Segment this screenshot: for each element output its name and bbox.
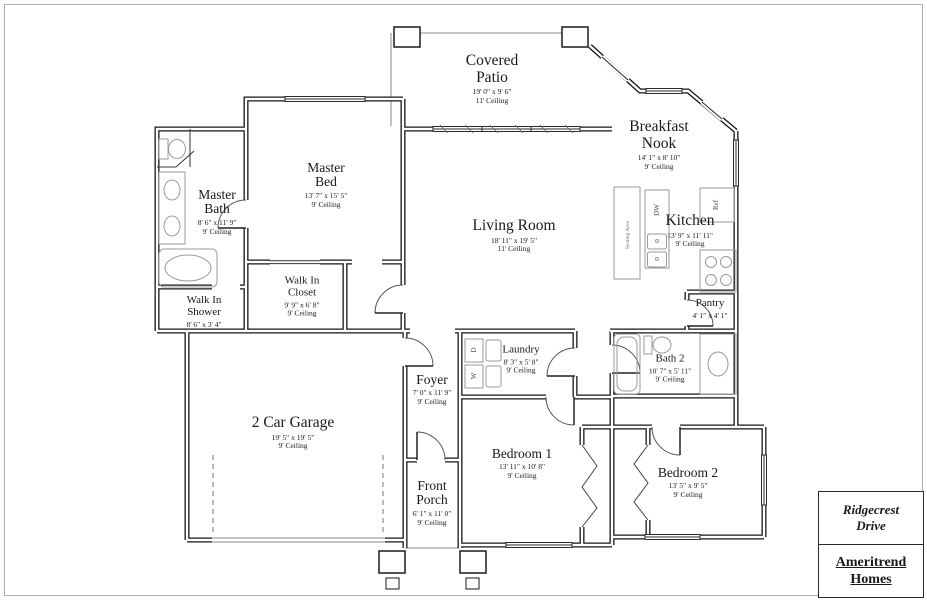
slab-edge-lines [212,32,562,549]
room-label-foyer: Foyer 7' 0" x 11' 9" 9' Ceiling [392,372,472,407]
room-ceiling: 9' Ceiling [644,161,674,171]
walls [154,44,767,548]
room-name: Walk In Closet [284,274,320,299]
room-name: Pantry [695,296,725,309]
dryer-label: D [470,347,478,353]
room-ceiling: 9' Ceiling [506,365,536,375]
room-dims: 13' 11" x 10' 8" [498,462,546,472]
room-name: Bedroom 1 [491,446,553,462]
room-ceiling: 11' Ceiling [497,244,531,254]
room-label-walk-in-shower: Walk In Shower 8' 6" x 3' 4" [180,293,228,329]
porch-posts [378,550,487,590]
builder-name-cell: Ameritrend Homes [819,544,923,597]
room-name: Breakfast Nook [629,117,689,152]
room-dims: 19' 0" x 9' 6" [472,86,512,96]
seating-area-label: Seating Area [625,220,631,250]
room-label-covered-patio: Covered Patio 19' 0" x 9' 6" 11' Ceiling [457,51,527,105]
room-ceiling: 9' Ceiling [202,226,232,236]
room-ceiling: 11' Ceiling [475,95,509,105]
room-dims: 8' 6" x 11' 9" [197,217,237,227]
garage-clearance-dashes [212,455,384,536]
bifold-doors [581,444,649,528]
room-label-living-room: Living Room 18' 11" x 19' 5" 11' Ceiling [449,217,579,254]
windows-group [284,55,767,548]
room-label-bedroom-1: Bedroom 1 13' 11" x 10' 8" 9' Ceiling [467,446,577,481]
room-dims: 9' 9" x 6' 8" [284,300,320,310]
doors-group [157,129,714,461]
room-dims: 7' 0" x 11' 9" [412,388,452,398]
page-border-frame [4,4,923,596]
room-name: Bedroom 2 [657,465,719,481]
dishwasher-label: DW [653,204,661,216]
room-dims: 14' 1" x 8' 10" [637,152,681,162]
room-name: Laundry [502,343,540,356]
room-label-walk-in-closet: Walk In Closet 9' 9" x 6' 8" 9' Ceiling [278,274,326,319]
room-label-front-porch: Front Porch 6' 1" x 11' 0" 9' Ceiling [407,477,457,527]
room-ceiling: 9' Ceiling [675,239,705,249]
room-name: Master Bed [307,159,345,190]
room-name: Front Porch [416,477,448,508]
room-dims: 10' 7" x 5' 11" [648,366,692,376]
room-name: 2 Car Garage [251,414,335,432]
room-label-bedroom-2: Bedroom 2 13' 5" x 9' 5" 9' Ceiling [633,465,743,500]
room-name: Bath 2 [655,352,685,365]
room-dims: 8' 3" x 5' 8" [503,357,539,367]
room-label-breakfast-nook: Breakfast Nook 14' 1" x 8' 10" 9' Ceilin… [619,117,699,171]
room-label-master-bath: Master Bath 8' 6" x 11' 9" 9' Ceiling [187,186,247,236]
room-ceiling: 9' Ceiling [287,308,317,318]
room-label-garage: 2 Car Garage 19' 5" x 19' 5" 9' Ceiling [228,414,358,451]
washer-label: W [470,372,478,380]
room-dims: 13' 9" x 11' 11" [667,230,713,240]
room-label-bath-2: Bath 2 10' 7" x 5' 11" 9' Ceiling [635,353,705,384]
refrigerator-label: Ref [712,199,720,211]
room-name: Living Room [472,217,556,235]
room-dims: 19' 5" x 19' 5" [271,432,315,442]
room-ceiling: 9' Ceiling [417,517,447,527]
title-block: Ridgecrest Drive Ameritrend Homes [818,491,924,598]
fixtures-group [158,138,737,395]
room-label-master-bed: Master Bed 13' 7" x 15' 5" 9' Ceiling [296,159,356,209]
room-name: Master Bath [198,186,236,217]
room-label-kitchen: Kitchen 13' 9" x 11' 11" 9' Ceiling [645,212,735,249]
room-dims: 13' 7" x 15' 5" [304,190,348,200]
room-ceiling: 9' Ceiling [655,374,685,384]
room-name: Foyer [416,372,448,388]
room-dims: 4' 1" x 4' 1" [692,310,728,320]
room-dims: 13' 5" x 9' 5" [668,481,708,491]
room-ceiling: 9' Ceiling [507,471,537,481]
room-name: Covered Patio [465,51,519,86]
builder-name: Ameritrend Homes [835,554,907,588]
room-ceiling: 9' Ceiling [311,199,341,209]
room-label-laundry: Laundry 8' 3" x 5' 8" 9' Ceiling [481,344,561,375]
room-name: Kitchen [665,212,715,230]
project-name: Ridgecrest Drive [842,501,900,533]
room-name: Walk In Shower [186,293,222,318]
room-dims: 8' 6" x 3' 4" [186,319,222,329]
room-ceiling: 9' Ceiling [417,397,447,407]
room-dims: 18' 11" x 19' 5" [490,235,538,245]
project-name-cell: Ridgecrest Drive [819,492,923,544]
room-dims: 6' 1" x 11' 0" [412,508,452,518]
patio-posts [393,26,589,48]
room-ceiling: 9' Ceiling [673,490,703,500]
room-ceiling: 9' Ceiling [278,441,308,451]
room-label-pantry: Pantry 4' 1" x 4' 1" [685,296,735,320]
